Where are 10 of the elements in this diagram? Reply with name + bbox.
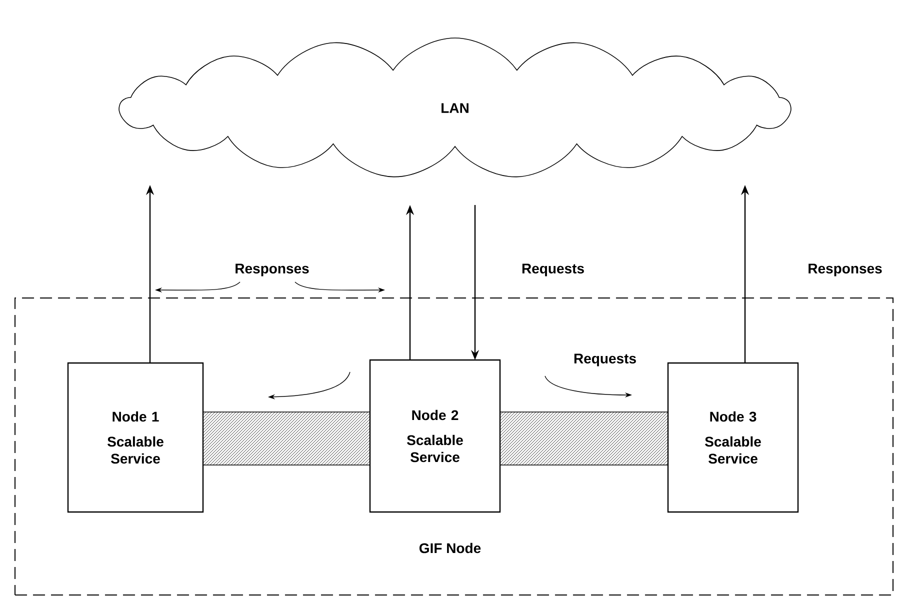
text-label: Requests [574, 354, 636, 366]
network-cloud: LAN [118, 38, 792, 178]
hatched-link-bar [500, 412, 668, 466]
service-box: Node 1 Scalable Service [67, 362, 204, 513]
service-box: Node 3 Scalable Service [667, 362, 799, 513]
edge-label: Responses [806, 262, 884, 278]
service-box: Node 2 Scalable Service [369, 359, 501, 513]
text-label: Responses [236, 264, 309, 276]
hatched-link-bar [202, 412, 370, 466]
edge-label: Requests [520, 262, 586, 278]
